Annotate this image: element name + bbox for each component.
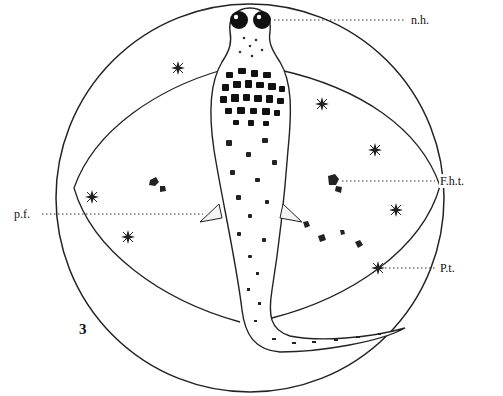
part-label: P.t. (439, 261, 456, 275)
pigment-star (85, 61, 403, 275)
pigment-clump (149, 174, 363, 248)
embryo-body (211, 8, 405, 352)
eye (230, 11, 271, 29)
head-dots (239, 37, 264, 58)
part-label: p.f. (13, 207, 31, 221)
pigment-cells (220, 68, 285, 126)
body-spots (226, 138, 381, 344)
leader-line (42, 20, 435, 268)
pectoral-fin (280, 204, 302, 222)
figure-number: 3 (78, 322, 88, 336)
pectoral-fin (200, 204, 222, 222)
egg-membrane (56, 4, 444, 392)
yolk-outline (272, 70, 440, 318)
part-label: F.h.t. (439, 174, 465, 188)
part-label: n.h. (410, 13, 430, 27)
